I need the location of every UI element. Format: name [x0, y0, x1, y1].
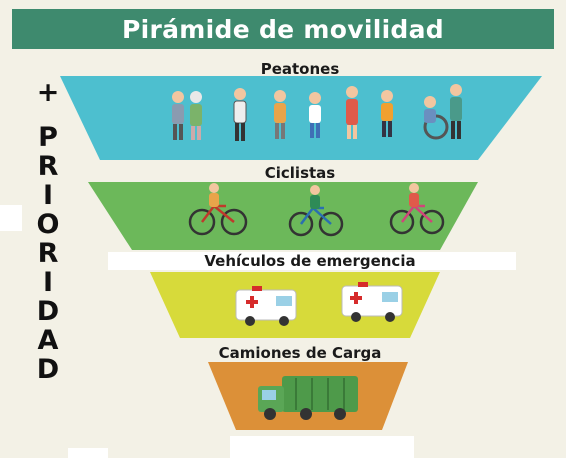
- priority-indicator: + P R I O R I D A D: [28, 78, 68, 384]
- elderly-couple-icon: [172, 91, 202, 140]
- occlusion-patch: [0, 205, 22, 231]
- priority-letter: P: [38, 122, 58, 153]
- person-icon: [381, 90, 393, 137]
- person-icon: [346, 86, 358, 139]
- garbage-truck-icon: [258, 376, 358, 420]
- pedestrian-icons: [172, 84, 462, 141]
- priority-letter: R: [37, 151, 59, 182]
- priority-letter: D: [36, 296, 60, 327]
- occlusion-patch: [68, 448, 108, 458]
- person-icon: [309, 92, 321, 138]
- level-label-ciclistas: Ciclistas: [264, 164, 336, 182]
- cyclist-icons: [188, 183, 445, 237]
- person-icon: [233, 88, 247, 141]
- occlusion-patch: [230, 436, 414, 458]
- priority-letter: O: [36, 209, 60, 240]
- page-title: Pirámide de movilidad: [121, 14, 444, 44]
- level-label-emergencia: Vehículos de emergencia: [204, 252, 416, 270]
- priority-letter: I: [42, 267, 54, 298]
- bicycle-icon: [288, 185, 344, 237]
- level-ciclistas-band: [88, 182, 478, 250]
- priority-letter: I: [42, 180, 54, 211]
- ambulance-icons: [235, 282, 403, 326]
- bicycle-icon: [188, 183, 248, 236]
- level-peatones-band: [60, 76, 542, 160]
- title-banner: Pirámide de movilidad: [12, 9, 554, 49]
- level-label-peatones: Peatones: [260, 60, 340, 78]
- label-backdrop: [108, 252, 516, 270]
- priority-letter: D: [36, 354, 60, 385]
- level-label-carga: Camiones de Carga: [218, 344, 382, 362]
- ambulance-icon: [341, 282, 403, 322]
- priority-letter: R: [37, 238, 59, 269]
- bicycle-icon: [389, 183, 445, 235]
- wheelchair-icon: [423, 84, 462, 140]
- priority-letter: A: [37, 325, 59, 356]
- ambulance-icon: [235, 286, 297, 326]
- priority-plus-sign: +: [36, 77, 60, 108]
- person-icon: [274, 90, 286, 139]
